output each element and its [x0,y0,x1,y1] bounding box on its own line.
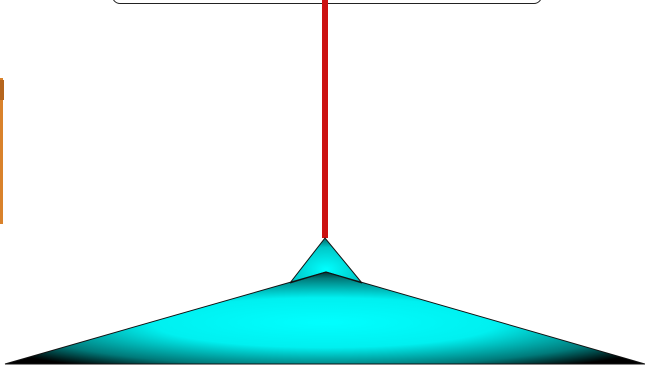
shade-fold-right [325,271,363,284]
left-edge-bar [0,78,3,224]
left-edge-notch [0,80,4,100]
shade-body [4,271,645,365]
shade-fold-left [289,271,327,284]
pendant-cord-line[interactable] [322,0,328,238]
